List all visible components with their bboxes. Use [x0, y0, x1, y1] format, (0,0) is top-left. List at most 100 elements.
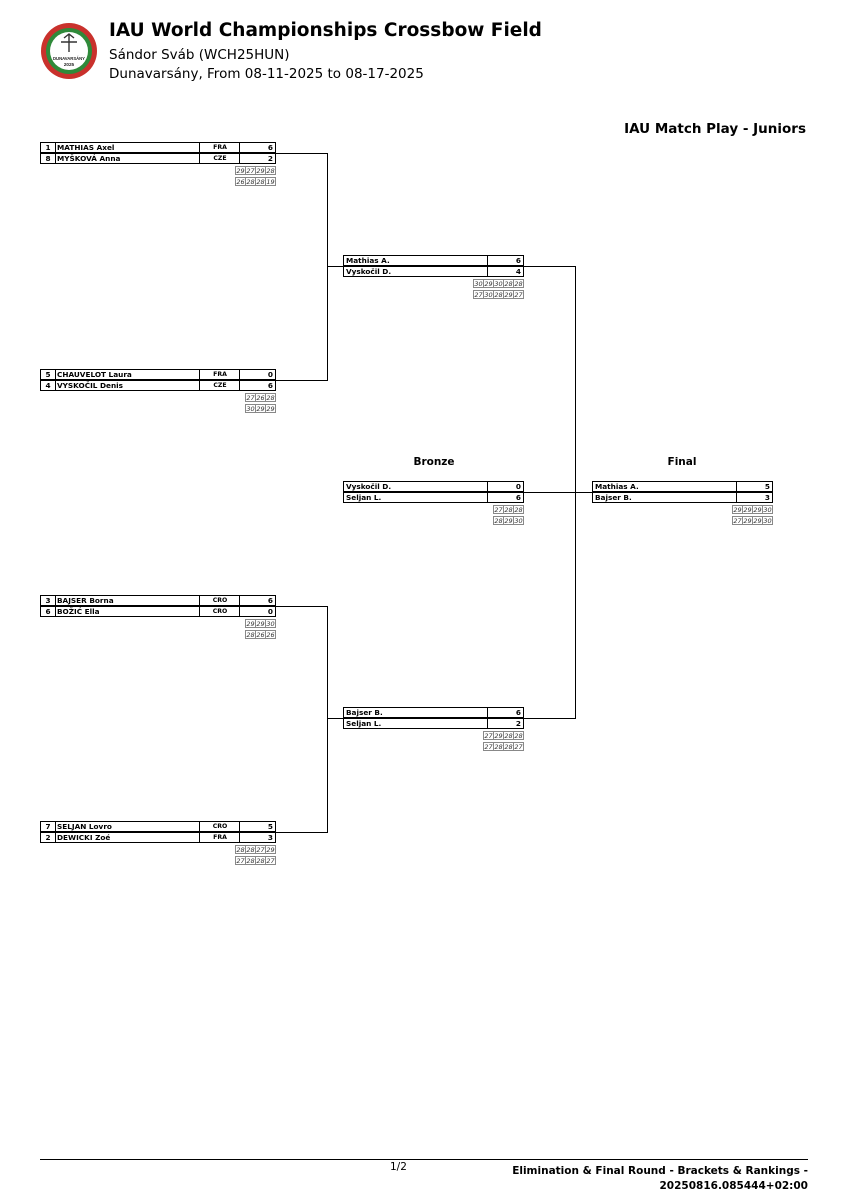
match-final: Mathias A. 5 Bajser B. 3 29 29 29 30 27 … — [592, 481, 773, 527]
end-score: 28 — [513, 731, 524, 740]
set-score: 2 — [239, 154, 275, 163]
seed: 1 — [41, 143, 56, 152]
player-row: Bajser B. 3 — [592, 492, 773, 503]
player-name: DEWICKI Zoé — [57, 833, 111, 842]
connector-line — [327, 266, 343, 267]
country-code: CZE — [199, 381, 240, 390]
page-number: 1/2 — [390, 1161, 407, 1173]
player-row: Mathias A. 6 — [343, 255, 524, 266]
event-location-dates: Dunavarsány, From 08-11-2025 to 08-17-20… — [109, 66, 424, 82]
country-code: FRA — [199, 833, 240, 842]
end-score: 27 — [513, 742, 524, 751]
set-score: 6 — [239, 143, 275, 152]
seed: 8 — [41, 154, 56, 163]
match-bronze: Vyskočil D. 0 Seljan L. 6 27 28 28 28 29… — [343, 481, 524, 527]
set-score: 6 — [487, 708, 523, 717]
connector-line — [327, 606, 328, 833]
end-scores: 27 28 28 — [493, 505, 524, 514]
match-qf1: 1 MATHIAS Axel FRA 6 8 MYŠKOVÁ Anna CZE … — [40, 142, 276, 188]
set-score: 6 — [487, 256, 523, 265]
connector-line — [276, 380, 328, 381]
end-score: 30 — [762, 505, 773, 514]
match-qf3: 3 BAJSER Borna CRO 6 6 BOŽIĆ Ella CRO 0 … — [40, 595, 276, 641]
player-row: 5 CHAUVELOT Laura FRA 0 — [40, 369, 276, 380]
player-name: Mathias A. — [595, 482, 639, 491]
bronze-label: Bronze — [413, 456, 455, 468]
connector-line — [276, 153, 328, 154]
seed: 7 — [41, 822, 56, 831]
end-score: 30 — [762, 516, 773, 525]
player-row: 6 BOŽIĆ Ella CRO 0 — [40, 606, 276, 617]
connector-line — [524, 718, 576, 719]
seed: 5 — [41, 370, 56, 379]
end-score: 30 — [265, 619, 276, 628]
set-score: 0 — [239, 370, 275, 379]
end-scores: 28 29 30 — [493, 516, 524, 525]
player-row: 4 VYSKOČIL Denis CZE 6 — [40, 380, 276, 391]
player-name: BOŽIĆ Ella — [57, 607, 100, 616]
section-title: IAU Match Play - Juniors — [624, 121, 806, 137]
match-qf4: 7 SELJAN Lovro CRO 5 2 DEWICKI Zoé FRA 3… — [40, 821, 276, 867]
logo-city: DUNAVARSÁNY — [53, 56, 85, 61]
end-score: 26 — [265, 630, 276, 639]
connector-line — [327, 718, 343, 719]
end-scores: 27 30 28 29 27 — [473, 290, 524, 299]
footer-divider — [40, 1159, 808, 1160]
player-name: BAJSER Borna — [57, 596, 114, 605]
country-code: CRO — [199, 607, 240, 616]
country-code: CRO — [199, 596, 240, 605]
match-sf1: Mathias A. 6 Vyskočil D. 4 30 29 30 28 2… — [343, 255, 524, 301]
end-scores: 30 29 30 28 28 — [473, 279, 524, 288]
connector-line — [524, 266, 576, 267]
end-scores: 26 28 28 19 — [235, 177, 276, 186]
end-scores: 30 29 29 — [245, 404, 276, 413]
footer-timestamp: 20250816.085444+02:00 — [659, 1180, 809, 1192]
set-score: 5 — [736, 482, 772, 491]
end-score: 28 — [265, 393, 276, 402]
player-name: CHAUVELOT Laura — [57, 370, 132, 379]
footer-title: Elimination & Final Round - Brackets & R… — [440, 1164, 808, 1194]
set-score: 6 — [239, 596, 275, 605]
end-scores: 27 29 29 30 — [732, 516, 773, 525]
final-label: Final — [667, 456, 697, 468]
player-name: Seljan L. — [346, 493, 382, 502]
end-scores: 29 27 29 28 — [235, 166, 276, 175]
player-row: Vyskočil D. 0 — [343, 481, 524, 492]
country-code: FRA — [199, 370, 240, 379]
event-logo: DUNAVARSÁNY 2025 — [41, 23, 97, 79]
player-name: MYŠKOVÁ Anna — [57, 154, 121, 163]
set-score: 0 — [239, 607, 275, 616]
seed: 6 — [41, 607, 56, 616]
player-row: 2 DEWICKI Zoé FRA 3 — [40, 832, 276, 843]
end-score: 30 — [513, 516, 524, 525]
player-name: Bajser B. — [595, 493, 632, 502]
event-organizer: Sándor Sváb (WCH25HUN) — [109, 47, 290, 63]
set-score: 3 — [736, 493, 772, 502]
logo-year: 2025 — [64, 62, 75, 67]
seed: 3 — [41, 596, 56, 605]
seed: 4 — [41, 381, 56, 390]
set-score: 3 — [239, 833, 275, 842]
player-row: Mathias A. 5 — [592, 481, 773, 492]
player-row: Seljan L. 6 — [343, 492, 524, 503]
end-score: 28 — [513, 505, 524, 514]
player-row: 3 BAJSER Borna CRO 6 — [40, 595, 276, 606]
country-code: CZE — [199, 154, 240, 163]
player-row: 1 MATHIAS Axel FRA 6 — [40, 142, 276, 153]
page-title: IAU World Championships Crossbow Field — [109, 20, 542, 41]
set-score: 6 — [239, 381, 275, 390]
connector-line — [327, 153, 328, 381]
end-score: 28 — [265, 166, 276, 175]
end-score: 27 — [513, 290, 524, 299]
end-scores: 27 29 28 28 — [483, 731, 524, 740]
player-row: 7 SELJAN Lovro CRO 5 — [40, 821, 276, 832]
end-score: 29 — [265, 404, 276, 413]
player-name: VYSKOČIL Denis — [57, 381, 124, 390]
player-name: Vyskočil D. — [346, 267, 392, 276]
end-scores: 29 29 29 30 — [732, 505, 773, 514]
player-row: 8 MYŠKOVÁ Anna CZE 2 — [40, 153, 276, 164]
connector-line — [524, 492, 592, 493]
player-name: Bajser B. — [346, 708, 383, 717]
country-code: FRA — [199, 143, 240, 152]
player-name: MATHIAS Axel — [57, 143, 115, 152]
